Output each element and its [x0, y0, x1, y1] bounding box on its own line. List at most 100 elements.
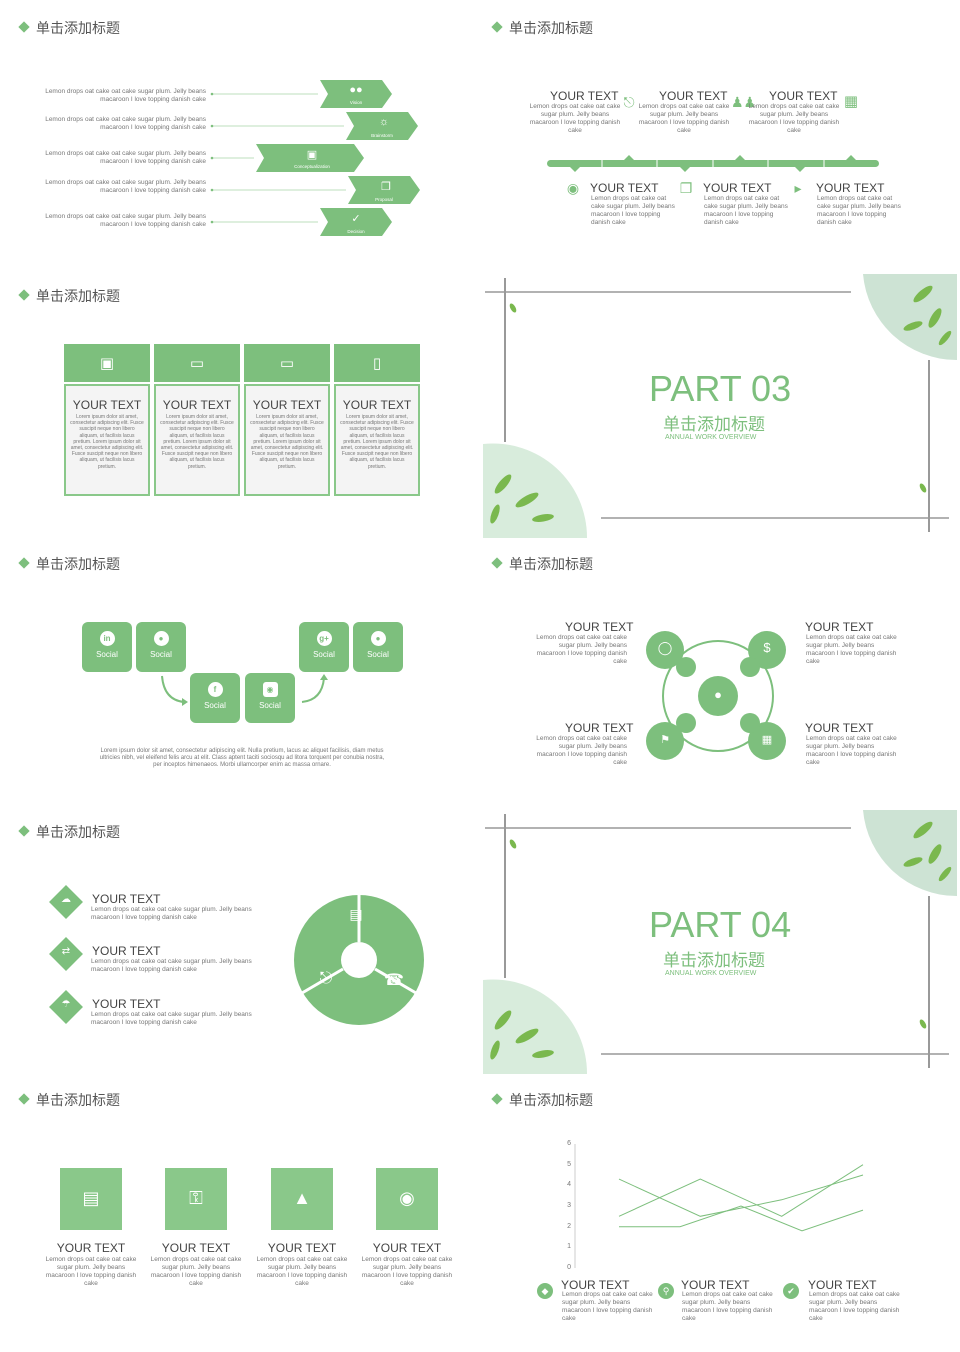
camera-icon: ◉ [399, 1188, 415, 1208]
heading: YOUR TEXT [72, 398, 142, 412]
text-card: YOUR TEXT Lorem ipsum dolor sit amet, co… [154, 384, 240, 496]
body-text: Lorem ipsum dolor sit amet, consectetur … [250, 414, 324, 470]
card-header: ▭ [244, 344, 330, 382]
book-icon: ▣ [306, 149, 318, 161]
heading: YOUR TEXT [162, 398, 232, 412]
part-number: PART 03 [649, 368, 792, 409]
slide-squares[interactable]: 单击添加标题 ▤ ⚿ ▲ ◉ YOUR TEXT Lemon drops oat… [6, 1078, 480, 1342]
shuffle-icon: ⇄ [61, 946, 71, 957]
part-subtitle: ANNUAL WORK OVERVIEW [665, 434, 757, 441]
body-text: Lemon drops oat cake oat cake sugar plum… [361, 1256, 453, 1287]
feature-square: ◉ [376, 1168, 438, 1230]
people-icon: ♟♟ [731, 94, 757, 110]
heading: YOUR TEXT [565, 721, 634, 735]
arrow-label: Brainstorm [371, 133, 393, 138]
arrow-chevrons [210, 80, 420, 236]
bar-chart-icon: ▤ [349, 906, 363, 922]
slide-device-cards[interactable]: 单击添加标题 ▣ ▭ ▭ ▯ YOUR TEXT Lorem ipsum dol… [6, 274, 480, 538]
heading: YOUR TEXT [252, 398, 322, 412]
diamond-icon [18, 1093, 30, 1105]
heading: YOUR TEXT [92, 997, 161, 1011]
heading: YOUR TEXT [681, 1278, 750, 1292]
body-text: Lemon drops oat cake oat cake sugar plum… [817, 195, 901, 226]
body-text: Lemon drops oat cake oat cake sugar plum… [91, 1011, 252, 1026]
slide-title: 单击添加标题 [18, 18, 120, 38]
body-text: Lemon drops oat cake oat cake sugar plum… [638, 103, 730, 134]
heading: YOUR TEXT [808, 1278, 877, 1292]
flow-arrows [161, 674, 328, 706]
part-title: 单击添加标题 [663, 951, 765, 970]
heading: YOUR TEXT [659, 89, 728, 103]
y-tick-label: 1 [567, 1243, 571, 1251]
social-tile[interactable]: ●Social [353, 622, 403, 672]
frame-decoration [483, 274, 957, 538]
body-text: Lorem ipsum dolor sit amet, consectetur … [99, 748, 385, 768]
drops-icon: ●● [349, 84, 363, 96]
slide-hub[interactable]: 单击添加标题 ● ◯ $ ⚑ ▦ YOUR TEXT Lemon drops o… [483, 542, 957, 806]
arrow-label: Decision [347, 229, 365, 234]
telephone-icon: ☎ [384, 972, 404, 989]
slide-title: 单击添加标题 [18, 286, 120, 306]
heading: YOUR TEXT [342, 398, 412, 412]
feature-square: ▲ [271, 1168, 333, 1230]
dollar-icon: $ [763, 640, 771, 655]
body-text: Lemon drops oat cake oat cake sugar plum… [806, 634, 897, 665]
arrow-label: Vision [349, 100, 363, 105]
social-tile[interactable]: ●Social [136, 622, 186, 672]
body-text: Lemon drops oat cake oat cake sugar plum… [45, 213, 206, 228]
key-icon: ⚿ [189, 1188, 203, 1208]
diamond-icon [18, 289, 30, 301]
slide-title: 单击添加标题 [491, 1090, 593, 1110]
heading: YOUR TEXT [92, 944, 161, 958]
slide-part03[interactable]: PART 03 单击添加标题 ANNUAL WORK OVERVIEW [483, 274, 957, 538]
slide-process-arrows[interactable]: 单击添加标题 Lemon drops oat cake oat cake sug… [6, 6, 480, 270]
pie-graphic [49, 885, 424, 1025]
check-icon: ✓ [351, 213, 361, 225]
tablet-icon: ▭ [279, 355, 295, 372]
series-line-2 [618, 1174, 864, 1217]
thumbs-up-icon: ✔ [783, 1283, 799, 1299]
body-text: Lemon drops oat cake oat cake sugar plum… [150, 1256, 242, 1287]
social-tile[interactable]: g+Social [299, 622, 349, 672]
social-tile[interactable]: ◉Social [245, 673, 295, 723]
megaphone-icon: ▸ [794, 180, 802, 196]
slide-pie[interactable]: 单击添加标题 ☁ ⇄ ☂ YOUR TEXT Lemon drops oat c… [6, 810, 480, 1074]
slide-title: 单击添加标题 [18, 1090, 120, 1110]
heading: YOUR TEXT [703, 181, 772, 195]
googleplus-icon: g+ [316, 631, 332, 646]
tag-icon: ◆ [537, 1283, 553, 1299]
body-text: Lemon drops oat cake oat cake sugar plum… [45, 150, 206, 165]
heading: YOUR TEXT [267, 1241, 337, 1255]
heading: YOUR TEXT [161, 1241, 231, 1255]
heading: YOUR TEXT [769, 89, 838, 103]
bulb-icon: ☼ [378, 116, 390, 128]
hub-diagram [646, 631, 786, 760]
body-text: Lemon drops oat cake oat cake sugar plum… [529, 103, 621, 134]
heading: YOUR TEXT [816, 181, 885, 195]
body-text: Lemon drops oat cake oat cake sugar plum… [536, 735, 627, 766]
logout-icon: ⎋ [319, 970, 333, 987]
text-card: YOUR TEXT Lorem ipsum dolor sit amet, co… [244, 384, 330, 496]
heading: YOUR TEXT [372, 1241, 442, 1255]
heading: YOUR TEXT [805, 721, 874, 735]
body-text: Lemon drops oat cake oat cake sugar plum… [682, 1291, 773, 1322]
heading: YOUR TEXT [92, 892, 161, 906]
part-subtitle: ANNUAL WORK OVERVIEW [665, 970, 757, 977]
part-title: 单击添加标题 [663, 415, 765, 434]
slide-part04[interactable]: PART 04 单击添加标题 ANNUAL WORK OVERVIEW [483, 810, 957, 1074]
text-card: YOUR TEXT Lorem ipsum dolor sit amet, co… [334, 384, 420, 496]
body-text: Lemon drops oat cake oat cake sugar plum… [806, 735, 897, 766]
heading: YOUR TEXT [561, 1278, 630, 1292]
heading: YOUR TEXT [550, 89, 619, 103]
cloud-download-icon: ☁ [61, 894, 71, 905]
body-text: Lemon drops oat cake oat cake sugar plum… [45, 88, 206, 103]
eye-icon: ◉ [566, 180, 580, 196]
slide-timeline[interactable]: 单击添加标题 YOUR TEXT Lemon drops oat cake oa… [483, 6, 957, 270]
y-tick-label: 3 [567, 1202, 571, 1209]
text-card: YOUR TEXT Lorem ipsum dolor sit amet, co… [64, 384, 150, 496]
card-header: ▯ [334, 344, 420, 382]
